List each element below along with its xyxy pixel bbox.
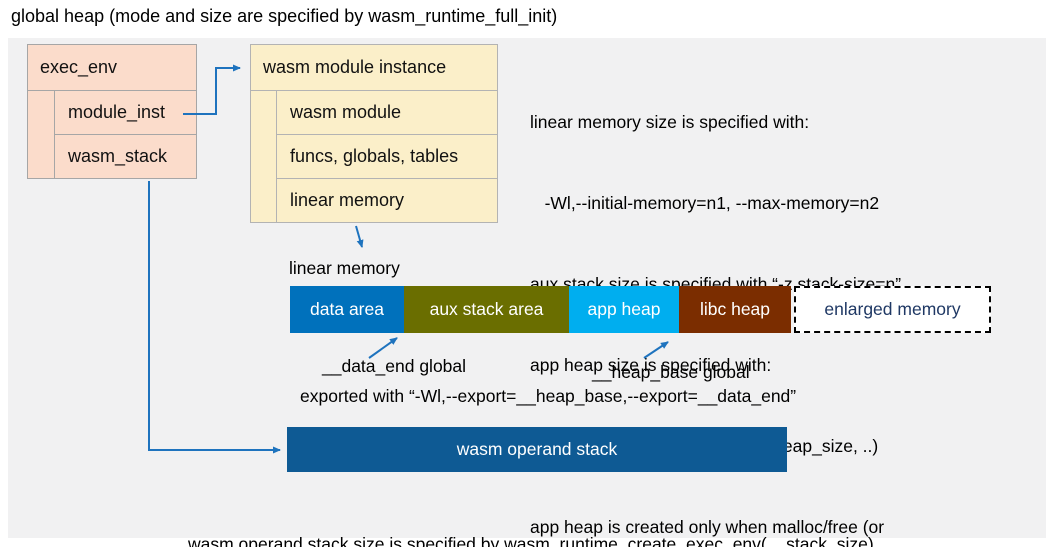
exec-env-field-module-inst: module_inst [55,91,196,135]
segment-libc-heap: libc heap [679,286,791,333]
data-end-global-label: __data_end global [322,356,467,376]
module-instance-field-funcs-globals-tables: funcs, globals, tables [277,135,497,179]
note-line: app heap is created only when malloc/fre… [530,517,885,537]
exec-env-header: exec_env [28,45,196,91]
heap-base-global-label: __heap_base global [592,362,750,382]
module-instance-box: wasm module instance wasm module funcs, … [250,44,498,223]
linear-memory-bar: data area aux stack area app heap libc h… [290,286,991,333]
module-instance-header: wasm module instance [251,45,497,91]
exec-env-box: exec_env module_inst wasm_stack [27,44,197,179]
module-instance-rows: wasm module funcs, globals, tables linea… [276,91,497,222]
segment-aux-stack-area: aux stack area [404,286,569,333]
module-instance-field-wasm-module: wasm module [277,91,497,135]
wasm-operand-stack-bar: wasm operand stack [287,427,787,472]
note-line: linear memory size is specified with: [530,112,810,132]
exec-env-field-wasm-stack: wasm_stack [68,146,168,166]
segment-data-area: data area [290,286,404,333]
module-instance-field-linear-memory: linear memory [290,190,405,210]
segment-app-heap: app heap [569,286,679,333]
exec-env-rows: module_inst wasm_stack [54,91,196,178]
note-line: -Wl,--initial-memory=n1, --max-memory=n2 [530,193,880,213]
linear-memory-label: linear memory [289,258,400,278]
footer-line: wasm operand stack size is specified by … [188,534,874,547]
operand-stack-notes: wasm operand stack size is specified by … [188,481,874,547]
segment-enlarged-memory: enlarged memory [794,286,991,333]
note-line: app heap size is specified with: [530,355,772,375]
diagram-title: global heap (mode and size are specified… [11,6,558,26]
exported-with-label: exported with “-Wl,--export=__heap_base,… [300,386,797,406]
